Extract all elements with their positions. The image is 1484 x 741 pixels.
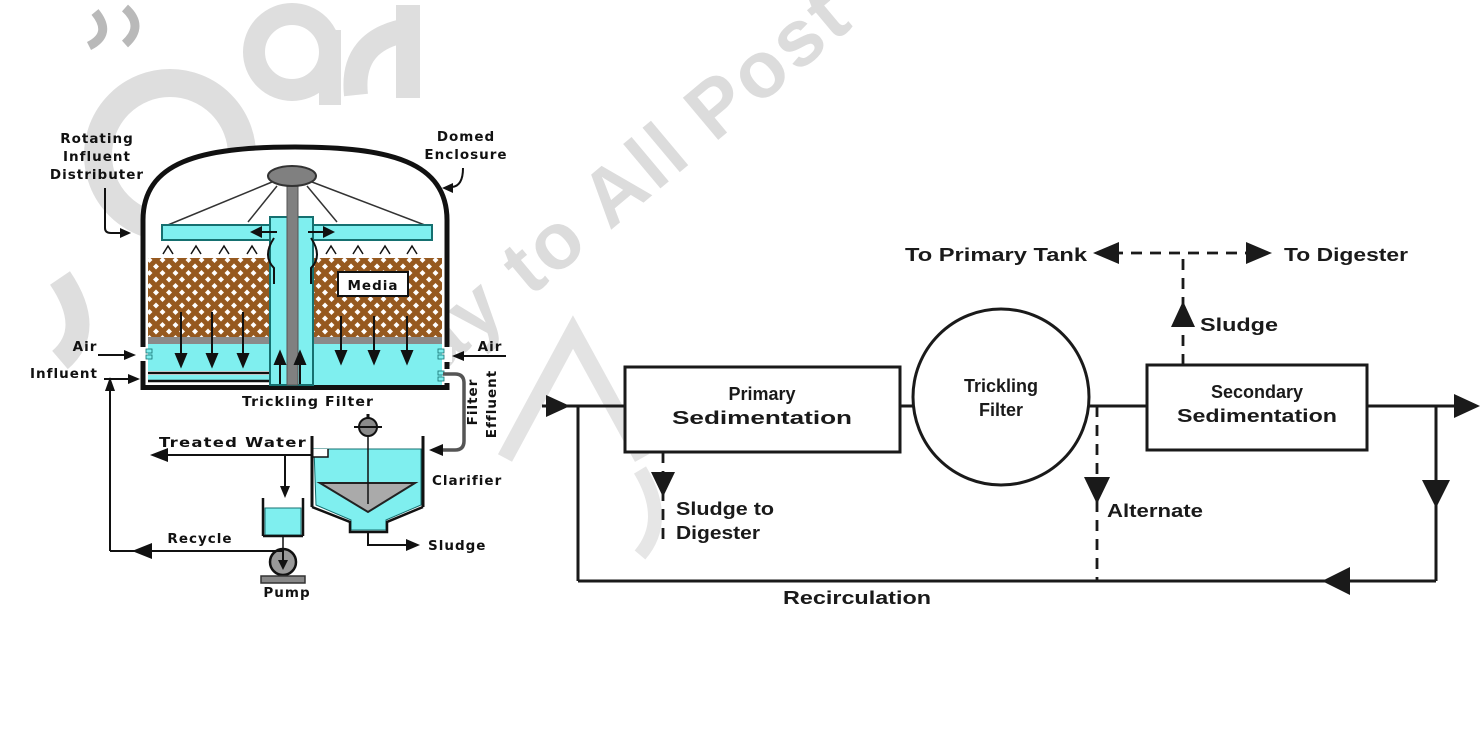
pump: Pump [260, 536, 310, 601]
distributor-wires [162, 181, 431, 228]
watermark-text: ay to All Post [392, 0, 867, 388]
trickling-filter-cross-section: Media Rotating Influent Distributer Dome… [30, 129, 507, 601]
recycle-line: Recycle [105, 377, 283, 559]
sludge-to-digester-label-1: Sludge to [676, 499, 774, 519]
to-digester-label: To Digester [1284, 245, 1408, 265]
alternate-label: Alternate [1107, 501, 1203, 521]
tank-floor [143, 385, 447, 390]
water-zone [148, 344, 442, 385]
air-left: Air [73, 339, 136, 360]
media-label-box [337, 271, 409, 297]
label-enclosure: Enclosure [424, 147, 507, 163]
sludge-riser-label: Sludge [1200, 315, 1278, 335]
trickling-label-1: Trickling [964, 376, 1038, 396]
pump-label: Pump [263, 585, 310, 601]
clarifier-sludge: Sludge [367, 532, 486, 554]
rotating-distributor-arm [161, 224, 433, 284]
sludge-to-digester-label-2: Digester [676, 523, 760, 543]
trickling-label-2: Filter [979, 400, 1023, 420]
label-domed: Domed [437, 129, 495, 145]
secondary-label-2: Sedimentation [1177, 406, 1337, 426]
distributor-hub [267, 165, 317, 187]
rotating-distributor-label: Rotating Influent Distributer [50, 131, 144, 238]
air-right: Air [452, 339, 506, 361]
recycle-label: Recycle [167, 531, 232, 547]
domed-enclosure-label: Domed Enclosure [424, 129, 507, 193]
air-notches [138, 347, 452, 383]
filter-effluent: Filter Effluent [429, 370, 500, 456]
media-label: Media [348, 278, 399, 294]
to-primary-tank-label: To Primary Tank [905, 245, 1088, 265]
air-left-label: Air [73, 339, 98, 355]
label-influent-line2: Influent [63, 149, 131, 165]
clarifier-label: Clarifier [432, 473, 502, 489]
air-right-label: Air [478, 339, 503, 355]
primary-label-1: Primary [728, 384, 795, 404]
influent-label: Influent [30, 366, 98, 382]
influent: Influent [30, 366, 140, 384]
secondary-label-1: Secondary [1211, 382, 1303, 402]
process-flow-diagram: Primary Sedimentation Trickling Filter S… [542, 242, 1480, 608]
treated-water-label: Treated Water [159, 435, 307, 451]
node-trickling-filter: Trickling Filter [911, 307, 1091, 487]
label-rotating: Rotating [60, 131, 134, 147]
primary-label-2: Sedimentation [672, 408, 852, 428]
clarifier-mixer [354, 414, 382, 504]
center-shaft [286, 177, 299, 386]
recirculation-label: Recirculation [783, 588, 931, 608]
clarifier: Clarifier [310, 414, 502, 534]
sludge-left-label: Sludge [428, 538, 486, 554]
node-secondary-sedimentation: Secondary Sedimentation [1145, 363, 1369, 452]
label-distributer: Distributer [50, 167, 144, 183]
filter-effluent-label-2: Effluent [484, 370, 500, 438]
flow-arrowheads [546, 242, 1480, 595]
filter-effluent-label-1: Filter [465, 379, 481, 426]
treated-water: Treated Water [150, 435, 312, 498]
trickling-filter-caption: Trickling Filter [242, 394, 374, 410]
node-primary-sedimentation: Primary Sedimentation [623, 365, 902, 454]
media-flow-arrows [174, 312, 414, 384]
spray-nozzles [162, 244, 418, 255]
recycle-tank [261, 498, 305, 538]
